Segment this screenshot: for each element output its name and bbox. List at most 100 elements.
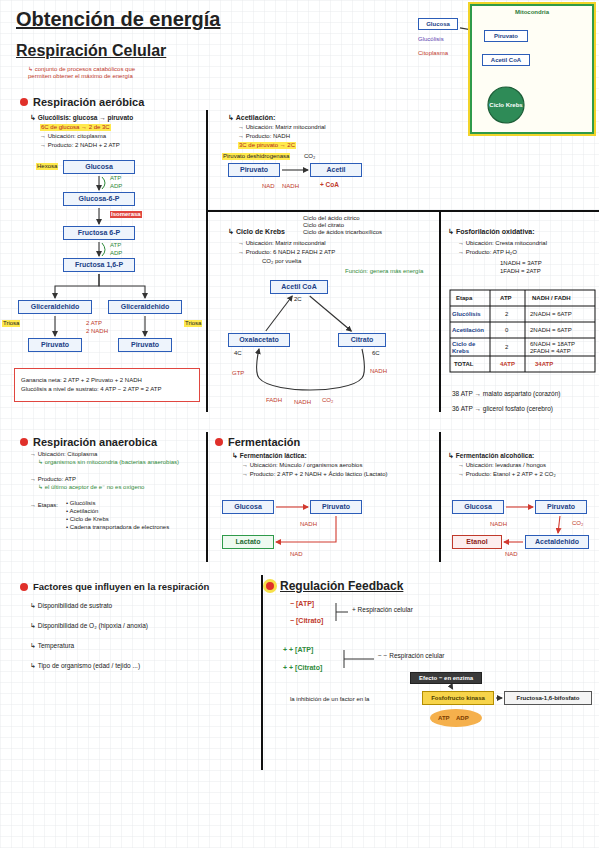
node-text: Piruvato [240,166,268,174]
note-text: 6C [372,350,380,357]
product-box: Etanol [452,535,502,549]
flow-arrow [54,316,55,336]
table-cell: Ciclo de Krebs [452,341,488,355]
note-text: 2C [294,296,302,303]
molecule-box: Glucosa [222,500,274,514]
note-text: ADP [110,183,122,190]
flow-arrow [257,349,365,390]
section-heading: Regulación Feedback [280,580,403,594]
flow-arrow [144,316,145,336]
note-text: 6C de glucosa → 2 de 3C [40,124,111,131]
molecule-box: Acetaldehido [525,535,589,549]
node-text: Oxalacetato [239,336,279,344]
note-text: → Producto: 2 NADH + 2 ATP [40,142,120,149]
flow-arrow [451,686,453,689]
flow-arrow [506,506,533,507]
note-text: → Ubicación: Matriz mitocondrial [238,124,326,131]
atp-arc [102,177,105,256]
molecule-box: Glucosa [452,500,504,514]
node-text: Efecto − en enzima [419,675,473,682]
mito-step-box: Acetil CoA [482,54,530,66]
table-cell: 4ATP [500,361,515,368]
flow-arrow [282,169,308,170]
table-cell: 6NADH = 18ATP 2FADH = 4ATP [530,341,588,355]
note-text: NAD [262,183,275,190]
note-text: → Ubicación: Citoplasma [30,451,97,458]
note-text: ↳ el último aceptor de e⁻ no es oxígeno [38,484,144,491]
note-text: → Ubicación: Cresta mitocondrial [458,240,547,247]
note-text: Ciclo del citrato [303,222,344,229]
molecule-box: Acetil CoA [270,280,328,294]
note-text: ADP [110,250,122,257]
note-text: 3C de piruvato → 2C [238,142,296,149]
node-text: Mitocondria [515,9,549,16]
table-cell: ATP [500,295,512,302]
molecule-box: Piruvato [118,338,172,352]
node-text: Glucosa [426,21,450,28]
node-text: Piruvato [494,33,518,40]
note-text: ↳ Disponibilidad de O₂ (hipoxia / anoxia… [30,622,148,629]
note-text: • Acetilación [66,508,98,515]
molecule-box: Piruvato [228,163,280,177]
node-text: Acetil CoA [491,57,521,64]
page-title: Obtención de energía [16,8,220,31]
note-text: ATP [438,715,450,722]
note-text: Función: genera más energía [345,268,423,275]
molecule-box: Gliceraldehido [108,300,182,314]
effect-box: Efecto − en enzima [410,672,482,684]
summary-box: Ganancia neta: 2 ATP + 2 Piruvato + 2 NA… [14,368,200,402]
table-cell: 2NADH = 6ATP [530,327,572,334]
flow-arrow [276,506,308,507]
note-text: Citoplasma [418,50,448,57]
molecule-box: Fructosa-1,6-bifosfato [504,691,592,705]
product-box: Lactato [222,535,274,549]
cycle-circle [488,87,524,123]
note-text: + Respiración celular [352,606,413,613]
molecule-box: Citrato [338,333,386,347]
note-text: 2 ATP [86,320,102,327]
node-text: Gliceraldehido [31,303,80,311]
note-text: Triosa [2,320,20,327]
molecule-box: Glucosa [63,160,135,174]
note-text: 1NADH = 3ATP [500,260,542,267]
node-text: Piruvato [41,341,69,349]
flow-arrow [496,697,502,698]
node-text: Piruvato [131,341,159,349]
section-heading: Fermentación [228,436,300,449]
note-text: → Ubicación: Matriz mitocondrial [238,240,326,247]
note-text: NADH [300,521,317,528]
note-text: NAD [290,551,303,558]
node-text: Fosfofructo kinasa [431,695,485,702]
note-text: Triosa [184,320,202,327]
molecule-box: Glucosa-6-P [63,192,135,206]
flow-arrow [276,516,336,542]
node-text: Fructosa 1,6-P [75,261,123,269]
note-text: NADH [294,399,311,406]
note-text: ↳ Fosforilación oxidativa: [448,228,535,236]
note-text: 1FADH = 2ATP [500,268,541,275]
section-divider [207,110,599,770]
node-text: Fructosa 6-P [78,229,120,237]
note-text: ↳ Disponibilidad de sustrato [30,602,112,609]
note-text: − [ATP] [290,600,314,608]
node-text: Piruvato [322,503,350,511]
note-text: CO₂ [572,520,583,527]
node-text: Fructosa-1,6-bifosfato [516,695,579,702]
note-text: + + [Citrato] [283,664,322,672]
flow-arrow [99,274,145,298]
table-cell: Etapa [456,295,472,302]
krebs-cycle-circle: Ciclo Krebs [487,86,525,124]
flow-arrow [55,274,99,298]
molecule-box: Fructosa 1,6-P [63,258,135,272]
note-text: ↳ Fermentación alcohólica: [448,452,534,459]
note-text: Isomerasa [110,211,142,218]
table-cell: NADH / FADH [532,295,571,302]
mito-step-box: Piruvato [484,30,528,42]
node-text: Glucosa [464,503,492,511]
flow-arrow [558,516,560,533]
note-text: ↳ Acetilación: [228,114,275,122]
note-text: → Producto: ATP H₂O [458,249,517,256]
node-text: Acetaldehido [535,538,579,546]
note-text: ↳ Fermentación láctica: [232,452,307,459]
